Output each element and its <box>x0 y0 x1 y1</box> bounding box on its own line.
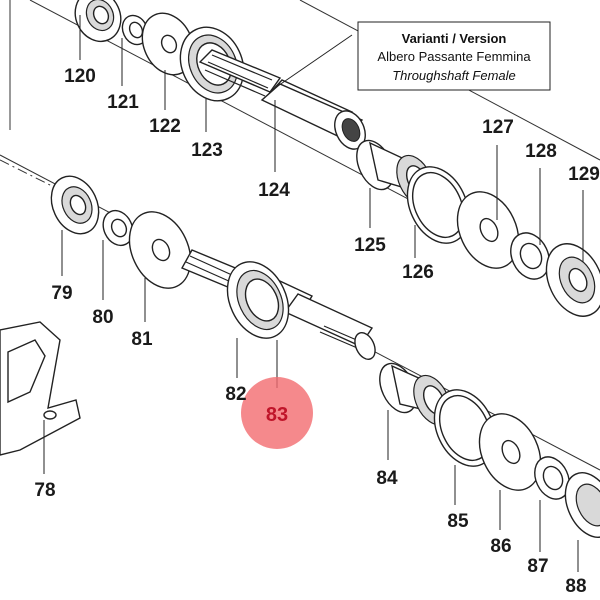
ring-126 <box>406 166 470 244</box>
variant-box-line2: Throughshaft Female <box>392 68 516 83</box>
upper-assembly <box>74 0 600 317</box>
part-label-123[interactable]: 123 <box>191 140 223 161</box>
seal-82 <box>226 261 290 339</box>
part-label-81[interactable]: 81 <box>131 329 153 350</box>
part-label-87[interactable]: 87 <box>527 556 548 577</box>
part-label-124[interactable]: 124 <box>258 180 290 201</box>
spacer-80 <box>102 209 134 247</box>
part-label-78[interactable]: 78 <box>34 480 55 501</box>
part-label-86[interactable]: 86 <box>490 536 511 557</box>
leader-lines <box>43 15 584 572</box>
part-label-121[interactable]: 121 <box>107 92 139 113</box>
variant-box-title: Varianti / Version <box>402 31 507 46</box>
part-label-127[interactable]: 127 <box>482 117 514 138</box>
shaft-124 <box>198 49 366 150</box>
part-label-85[interactable]: 85 <box>447 511 469 532</box>
part-label-80[interactable]: 80 <box>92 307 113 328</box>
bearing-120 <box>74 0 122 43</box>
highlight-circle[interactable] <box>241 377 313 449</box>
bearing-79 <box>50 175 100 235</box>
part-label-122[interactable]: 122 <box>149 116 181 137</box>
part-label-129[interactable]: 129 <box>568 164 600 185</box>
housing-78 <box>0 321 81 456</box>
washer-127 <box>456 191 520 269</box>
part-label-125[interactable]: 125 <box>354 235 386 256</box>
washer-81 <box>128 211 192 289</box>
part-label-128[interactable]: 128 <box>525 141 557 162</box>
variant-box: Varianti / Version Albero Passante Femmi… <box>357 21 551 91</box>
part-label-79[interactable]: 79 <box>51 283 72 304</box>
variant-box-line1: Albero Passante Femmina <box>377 49 531 64</box>
part-label-88[interactable]: 88 <box>565 576 586 597</box>
part-labels: 120 121 122 123 124 125 126 127 128 129 … <box>34 66 599 597</box>
washer-86 <box>478 413 542 491</box>
highlight-label-83[interactable]: 83 <box>266 404 288 426</box>
bearing-129 <box>545 243 600 317</box>
highlight-marker[interactable]: 83 <box>241 377 313 449</box>
part-label-120[interactable]: 120 <box>64 66 96 87</box>
part-label-84[interactable]: 84 <box>376 468 398 489</box>
spacer-121 <box>121 14 149 46</box>
spacer-87 <box>534 456 570 500</box>
lower-assembly <box>0 175 600 538</box>
part-label-126[interactable]: 126 <box>402 262 434 283</box>
part-label-82[interactable]: 82 <box>225 384 246 405</box>
